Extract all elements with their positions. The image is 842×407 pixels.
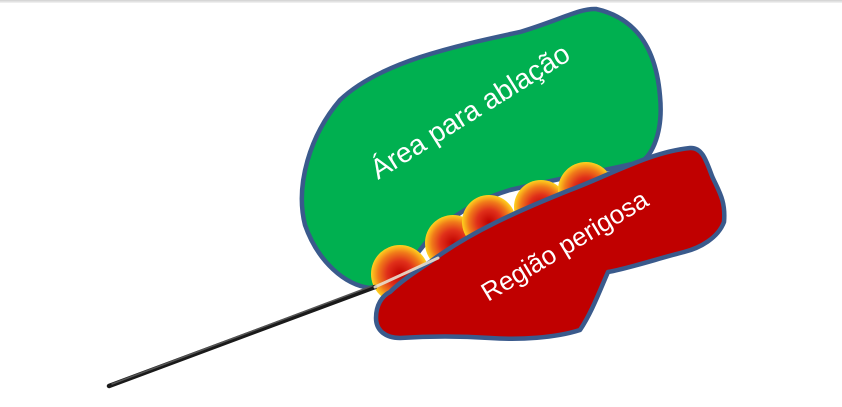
danger-region-shape — [373, 145, 727, 341]
top-divider — [0, 0, 842, 3]
ablation-needle-icon — [106, 256, 440, 389]
